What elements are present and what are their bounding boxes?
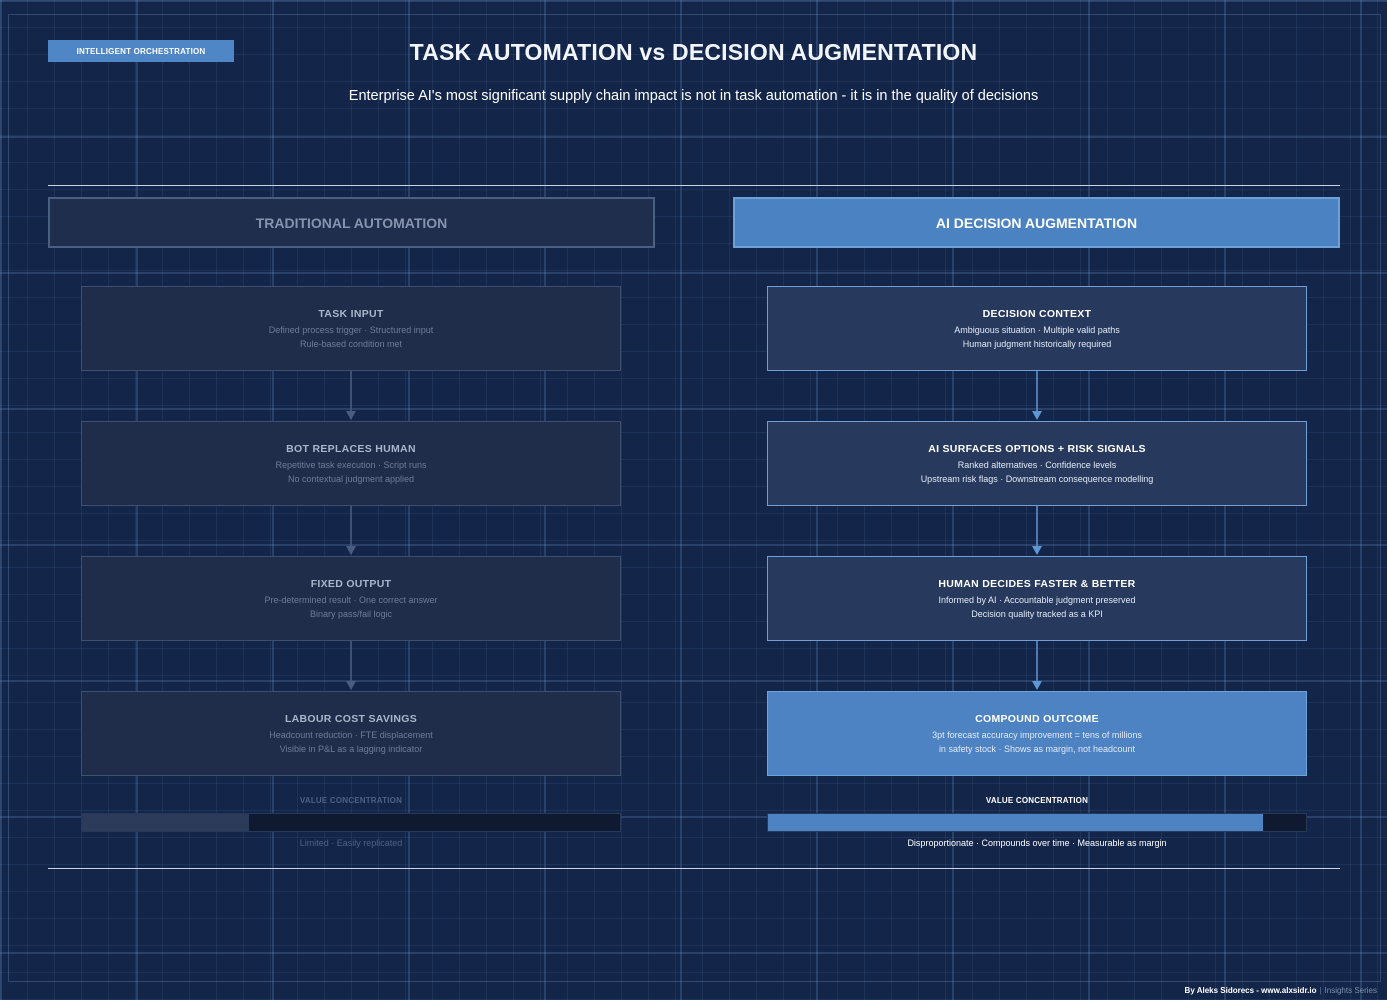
left-card-fixed-output: FIXED OUTPUT Pre-determined result · One… xyxy=(81,556,621,641)
category-tag: INTELLIGENT ORCHESTRATION xyxy=(48,40,234,62)
left-value-caption: Limited · Easily replicated xyxy=(299,838,403,848)
card-line: Human judgment historically required xyxy=(962,339,1112,349)
card-title: LABOUR COST SAVINGS xyxy=(284,713,418,725)
left-card-task-input: TASK INPUT Defined process trigger · Str… xyxy=(81,286,621,371)
right-card-decision-context: DECISION CONTEXT Ambiguous situation · M… xyxy=(767,286,1307,371)
right-value-label: VALUE CONCENTRATION xyxy=(985,796,1089,805)
flow-arrow-icon xyxy=(346,641,356,690)
ai-decision-augmentation-header: AI DECISION AUGMENTATION xyxy=(733,197,1340,248)
series-name: Insights Series xyxy=(1324,986,1377,995)
card-line: Headcount reduction · FTE displacement xyxy=(269,730,433,740)
right-value-caption: Disproportionate · Compounds over time ·… xyxy=(907,838,1167,848)
right-value-bar-fill xyxy=(768,814,1263,831)
author-name: By Aleks Sidorecs - www.alxsidr.io xyxy=(1184,986,1317,995)
card-title: HUMAN DECIDES FASTER & BETTER xyxy=(938,578,1136,590)
card-title: BOT REPLACES HUMAN xyxy=(286,443,416,455)
left-value-label: VALUE CONCENTRATION xyxy=(299,796,403,805)
card-line: in safety stock · Shows as margin, not h… xyxy=(938,744,1136,754)
right-card-compound-outcome: COMPOUND OUTCOME 3pt forecast accuracy i… xyxy=(767,691,1307,776)
card-title: TASK INPUT xyxy=(318,308,384,320)
flow-arrow-icon xyxy=(346,371,356,420)
left-value-bar-fill xyxy=(82,814,249,831)
card-line: Pre-determined result · One correct answ… xyxy=(264,595,438,605)
top-divider xyxy=(48,185,1340,186)
card-line: Informed by AI · Accountable judgment pr… xyxy=(938,595,1136,605)
card-line: Repetitive task execution · Script runs xyxy=(275,460,427,470)
card-line: Ranked alternatives · Confidence levels xyxy=(957,460,1117,470)
card-title: COMPOUND OUTCOME xyxy=(975,713,1099,725)
card-line: Decision quality tracked as a KPI xyxy=(971,609,1103,619)
author-credit: By Aleks Sidorecs - www.alxsidr.io|Insig… xyxy=(1185,986,1377,995)
flow-arrow-icon xyxy=(1032,641,1042,690)
card-line: No contextual judgment applied xyxy=(287,474,415,484)
card-line: Visible in P&L as a lagging indicator xyxy=(279,744,423,754)
traditional-automation-header: TRADITIONAL AUTOMATION xyxy=(48,197,655,248)
card-line: 3pt forecast accuracy improvement = tens… xyxy=(932,730,1142,740)
left-value-bar xyxy=(81,813,621,832)
card-title: AI SURFACES OPTIONS + RISK SIGNALS xyxy=(928,443,1146,455)
card-title: FIXED OUTPUT xyxy=(310,578,392,590)
credit-separator: | xyxy=(1319,986,1322,995)
card-line: Upstream risk flags · Downstream consequ… xyxy=(920,474,1154,484)
right-card-ai-surfaces-options: AI SURFACES OPTIONS + RISK SIGNALS Ranke… xyxy=(767,421,1307,506)
right-value-bar xyxy=(767,813,1307,832)
left-card-bot-replaces-human: BOT REPLACES HUMAN Repetitive task execu… xyxy=(81,421,621,506)
card-title: DECISION CONTEXT xyxy=(982,308,1092,320)
flow-arrow-icon xyxy=(1032,371,1042,420)
right-card-human-decides: HUMAN DECIDES FASTER & BETTER Informed b… xyxy=(767,556,1307,641)
flow-arrow-icon xyxy=(346,506,356,555)
page-title: TASK AUTOMATION vs DECISION AUGMENTATION xyxy=(409,39,978,65)
card-line: Rule-based condition met xyxy=(299,339,403,349)
card-line: Ambiguous situation · Multiple valid pat… xyxy=(954,325,1120,335)
card-line: Binary pass/fail logic xyxy=(309,609,393,619)
page-subtitle: Enterprise AI's most significant supply … xyxy=(348,88,1039,104)
grid-frame xyxy=(8,14,1381,982)
left-card-labour-cost-savings: LABOUR COST SAVINGS Headcount reduction … xyxy=(81,691,621,776)
flow-arrow-icon xyxy=(1032,506,1042,555)
card-line: Defined process trigger · Structured inp… xyxy=(268,325,434,335)
bottom-divider xyxy=(48,868,1340,869)
